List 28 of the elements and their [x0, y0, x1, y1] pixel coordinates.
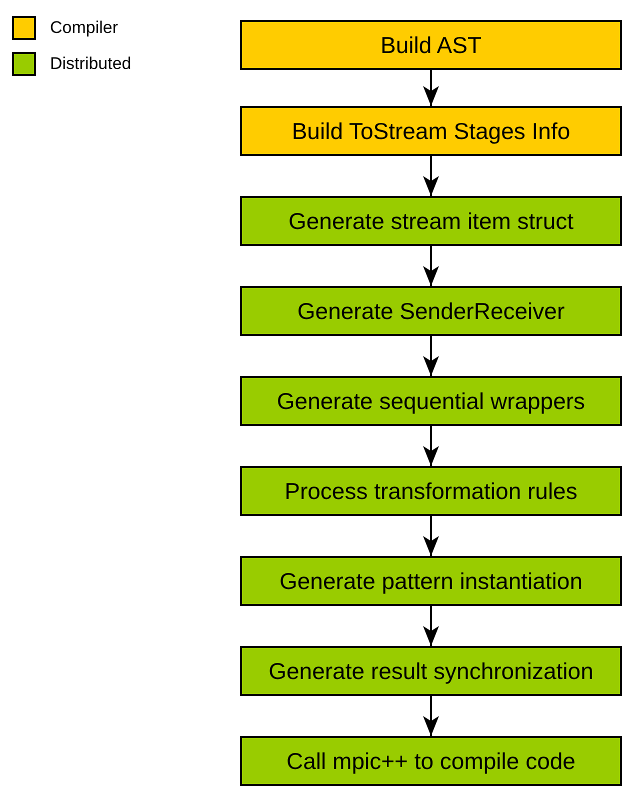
arrow	[423, 156, 439, 196]
arrow	[423, 426, 439, 466]
box-label: Generate SenderReceiver	[297, 298, 565, 324]
legend-label: Distributed	[50, 54, 132, 74]
arrow	[423, 696, 439, 736]
process-box	[240, 106, 622, 156]
arrow	[423, 70, 439, 106]
box-label: Build AST	[380, 32, 482, 58]
arrow	[423, 246, 439, 286]
box-label: Generate result synchronization	[268, 658, 594, 684]
box-label: Process transformation rules	[284, 478, 578, 504]
arrow	[423, 606, 439, 646]
arrow	[423, 336, 439, 376]
process-box	[240, 196, 622, 246]
box-label: Generate pattern instantiation	[279, 568, 583, 594]
box-label: Build ToStream Stages Info	[292, 118, 570, 144]
legend-label: Compiler	[50, 18, 118, 38]
box-label: Generate stream item struct	[288, 208, 574, 234]
box-label: Call mpic++ to compile code	[286, 748, 576, 774]
process-box	[240, 646, 622, 696]
process-box	[240, 466, 622, 516]
process-box	[240, 286, 622, 336]
arrow	[423, 516, 439, 556]
process-box	[240, 556, 622, 606]
box-label: Generate sequential wrappers	[276, 388, 586, 414]
process-box	[240, 376, 622, 426]
process-box	[240, 20, 622, 70]
process-box	[240, 736, 622, 786]
